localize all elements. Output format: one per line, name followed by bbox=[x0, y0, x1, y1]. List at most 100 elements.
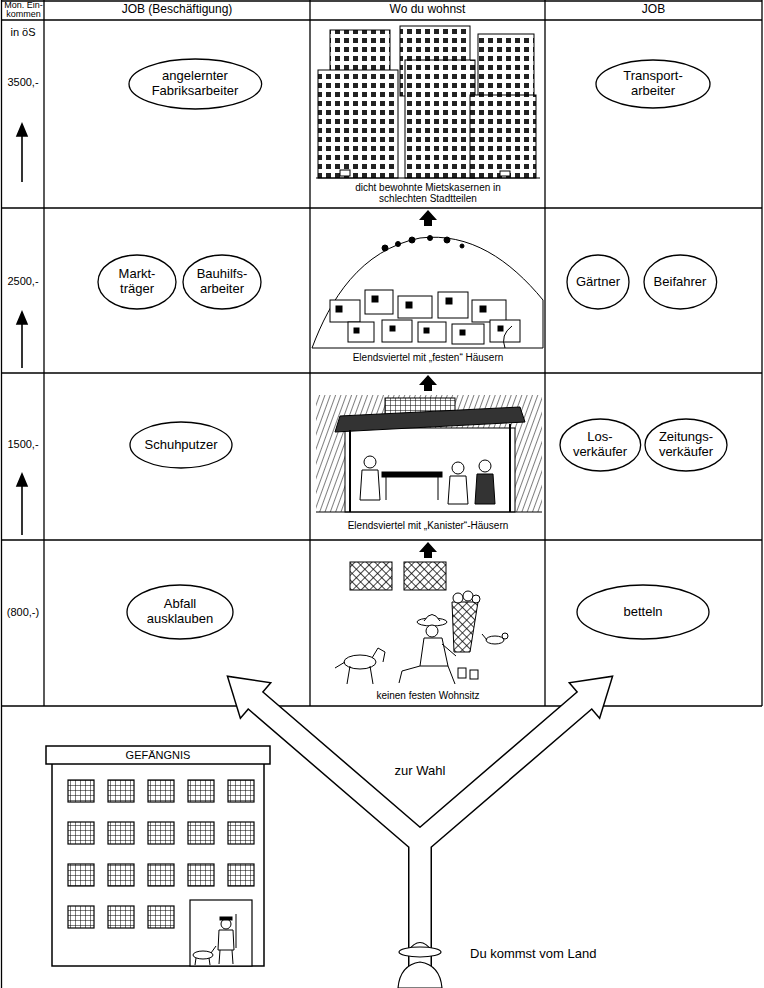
oval-text-group: angelernter Fabriksarbeiter bbox=[146, 69, 244, 99]
oval-outline bbox=[645, 419, 727, 471]
job-oval: Gärtner bbox=[566, 254, 630, 310]
oval-text-group: Beifahrer bbox=[654, 275, 707, 290]
tenement-drawing bbox=[316, 26, 540, 178]
job-label: Transport- arbeiter bbox=[611, 69, 695, 99]
homeless-man-drawing bbox=[335, 562, 508, 684]
table-grid bbox=[1, 0, 2, 988]
hillside-slum-drawing bbox=[460, 330, 465, 335]
job-label: Beifahrer bbox=[654, 275, 707, 290]
sign-text: GEFÄNGNIS bbox=[48, 749, 268, 761]
job-oval: Bauhilfs- arbeiter bbox=[182, 254, 262, 310]
prison-drawing bbox=[108, 822, 134, 844]
prison-drawing bbox=[195, 946, 216, 965]
oval-outline bbox=[567, 255, 629, 309]
hillside-slum-drawing bbox=[498, 326, 503, 331]
shack-drawing bbox=[448, 476, 468, 504]
oval-text-group: Bauhilfs- arbeiter bbox=[194, 267, 251, 297]
prison-drawing bbox=[190, 900, 252, 966]
hillside-slum-drawing bbox=[490, 320, 520, 342]
homeless-man-drawing bbox=[399, 644, 456, 684]
job-label: Gärtner bbox=[576, 275, 620, 290]
prison-drawing bbox=[68, 864, 94, 886]
income-arrow bbox=[21, 132, 23, 182]
homeless-man-drawing bbox=[482, 634, 487, 640]
choice-arrow bbox=[255, 700, 585, 988]
shack-drawing bbox=[360, 470, 380, 500]
choice-arrow bbox=[229, 677, 612, 988]
hillside-slum-drawing bbox=[365, 290, 393, 314]
job-label: Abfall ausklauben bbox=[141, 597, 219, 627]
column-header: Mon. Ein- kommen bbox=[2, 1, 45, 19]
homeless-man-drawing bbox=[420, 638, 448, 666]
hillside-slum-drawing bbox=[446, 298, 452, 304]
housing-caption: Elendsviertel mit „festen“ Häusern bbox=[318, 352, 538, 363]
homeless-man-drawing bbox=[424, 615, 440, 622]
oval-text-group: Markt- träger bbox=[109, 267, 166, 297]
prison-drawing bbox=[219, 914, 236, 964]
prison-drawing bbox=[68, 780, 94, 802]
job-oval: Los- verkäufer bbox=[559, 418, 642, 472]
homeless-man-drawing bbox=[335, 648, 385, 684]
prison-drawing bbox=[228, 864, 254, 886]
choice-arrow bbox=[229, 677, 270, 717]
choice-arrow bbox=[571, 677, 612, 717]
prison-drawing bbox=[148, 906, 174, 928]
shack-drawing bbox=[438, 477, 439, 500]
shack-drawing bbox=[386, 477, 387, 500]
table-grid bbox=[43, 0, 44, 706]
prison-drawing bbox=[52, 762, 264, 966]
homeless-man-drawing bbox=[426, 625, 438, 637]
oval-text-group: betteln bbox=[623, 605, 662, 620]
hillside-slum-drawing bbox=[406, 302, 412, 308]
oval-outline bbox=[596, 60, 710, 108]
tenement-drawing bbox=[470, 95, 536, 178]
housing-caption: keinen festen Wohnsitz bbox=[318, 690, 538, 701]
job-label: Schuhputzer bbox=[145, 438, 218, 453]
job-oval: Beifahrer bbox=[643, 254, 718, 310]
shack-drawing bbox=[509, 424, 511, 512]
hillside-slum-drawing bbox=[382, 245, 388, 251]
prison-drawing bbox=[148, 822, 174, 844]
hillside-slum-drawing bbox=[452, 324, 484, 344]
income-arrow bbox=[21, 320, 23, 368]
homeless-man-drawing bbox=[452, 602, 478, 652]
hillside-slum-drawing bbox=[418, 322, 446, 342]
income-arrow bbox=[17, 124, 27, 535]
job-label: Markt- träger bbox=[109, 267, 166, 297]
step-arrow bbox=[419, 210, 437, 226]
prison-drawing bbox=[46, 746, 270, 764]
hillside-slum-drawing bbox=[354, 328, 359, 333]
income-value: 3500,- bbox=[2, 76, 44, 88]
prison-drawing bbox=[193, 951, 213, 959]
choice-arrow bbox=[255, 700, 585, 988]
start-label: Du kommst vom Land bbox=[470, 947, 680, 961]
step-arrow bbox=[419, 375, 437, 391]
job-label: betteln bbox=[623, 605, 662, 620]
prison-drawing bbox=[108, 780, 134, 802]
prison-drawing bbox=[148, 780, 174, 802]
job-label: Bauhilfs- arbeiter bbox=[194, 267, 251, 297]
housing-caption: Elendsviertel mit „Kanister“-Häusern bbox=[318, 520, 538, 531]
hillside-slum-drawing bbox=[409, 237, 415, 243]
table-grid bbox=[2, 372, 763, 373]
job-oval: angelernter Fabriksarbeiter bbox=[128, 58, 263, 110]
hillside-slum-drawing bbox=[382, 320, 412, 342]
homeless-man-drawing bbox=[486, 636, 504, 644]
homeless-man-drawing bbox=[458, 668, 466, 678]
income-arrow bbox=[17, 474, 27, 486]
hillside-slum-drawing bbox=[336, 306, 342, 312]
housing-caption: dicht bewohnte Mietskasernen in schlecht… bbox=[343, 182, 513, 204]
shack-drawing bbox=[364, 456, 376, 468]
job-oval: Schuhputzer bbox=[129, 421, 233, 469]
shack-drawing bbox=[479, 460, 491, 472]
income-unit: in öS bbox=[2, 26, 44, 38]
prison-drawing bbox=[46, 746, 270, 966]
hillside-slum-drawing bbox=[438, 292, 468, 318]
prison-drawing bbox=[188, 780, 214, 802]
job-label: Los- verkäufer bbox=[571, 430, 630, 460]
hillside-slum-drawing bbox=[330, 300, 360, 322]
tenement-drawing bbox=[340, 170, 350, 176]
income-value: 2500,- bbox=[2, 275, 44, 287]
step-arrow bbox=[419, 542, 437, 558]
